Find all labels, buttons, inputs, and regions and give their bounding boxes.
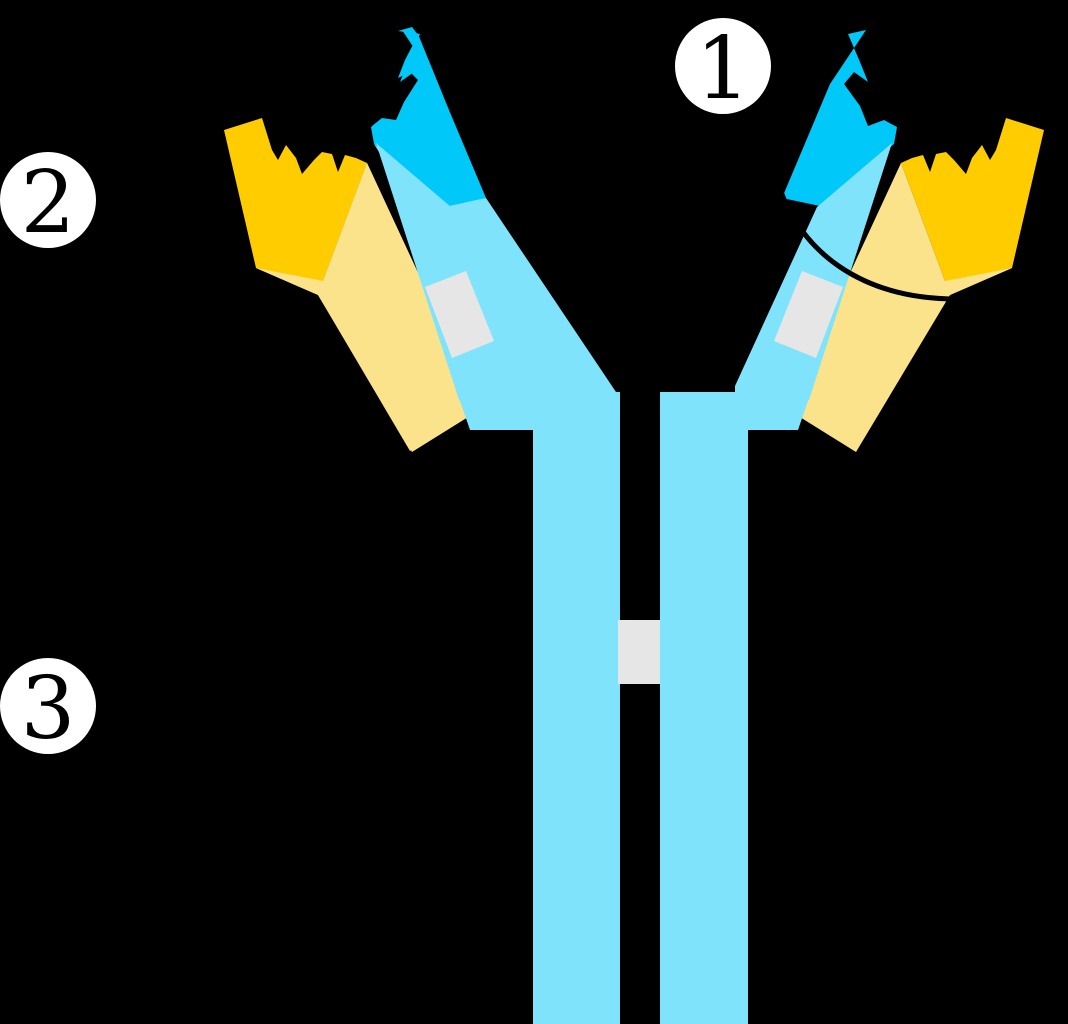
callout-1-circle <box>675 18 771 114</box>
fc-hinge-left-fill <box>459 392 533 430</box>
fab-region-arc <box>776 185 961 302</box>
left-heavy-chain-variable-domain-body <box>371 30 486 206</box>
callout-3-circle <box>0 658 96 754</box>
callout-2[interactable]: 2 <box>0 152 96 253</box>
callout-1-label: 1 <box>696 19 751 119</box>
right-light-chain <box>787 118 1044 452</box>
left-light-chain-variable-domain <box>224 118 367 295</box>
disulfide-bonds <box>425 271 843 684</box>
fc-hinge-right-fill <box>735 392 809 430</box>
callout-2-circle <box>0 152 96 248</box>
right-heavy-chain-variable-domain <box>782 30 897 206</box>
right-light-chain-variable-domain <box>901 118 1044 295</box>
right-heavy-chain-fab-band <box>735 143 892 400</box>
left-heavy-chain-fab-band <box>376 143 533 400</box>
fc-stem <box>459 392 809 1024</box>
disulfide-bond-left-interchain <box>425 271 494 358</box>
callout-3-label: 3 <box>21 659 76 759</box>
fc-stem-right-bar <box>660 392 748 1024</box>
left-light-chain <box>224 118 481 452</box>
callout-2-label: 2 <box>21 153 76 253</box>
callout-1[interactable]: 1 <box>675 18 771 119</box>
left-heavy-chain <box>371 27 620 400</box>
fc-stem-left-bar <box>533 392 620 1024</box>
right-light-chain-constant-domain <box>787 163 1012 452</box>
left-light-chain-constant-domain-body <box>256 163 481 452</box>
disulfide-bond-right-interchain <box>774 271 843 358</box>
right-heavy-chain <box>735 30 897 400</box>
callout-3[interactable]: 3 <box>0 658 96 759</box>
disulfide-bond-hinge <box>618 620 660 684</box>
